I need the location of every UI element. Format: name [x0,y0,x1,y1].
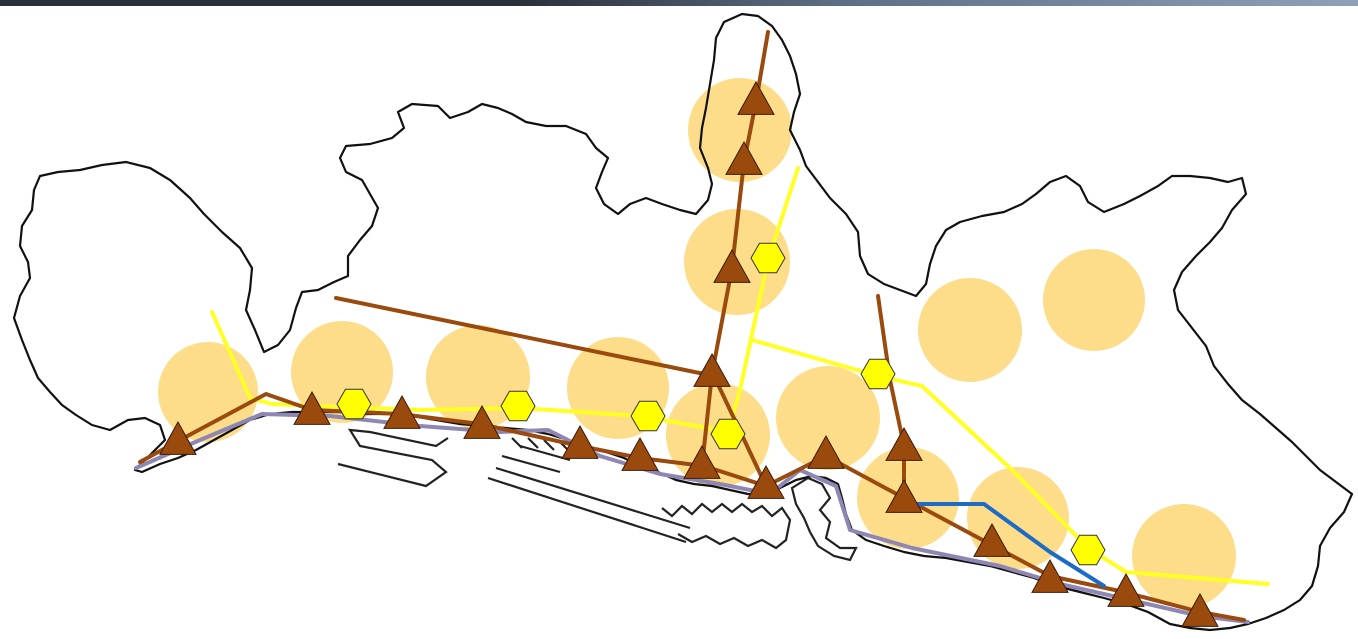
primary-line-east-branch [876,294,906,500]
coverage-area-11 [918,278,1022,382]
central-pier-outline [487,444,691,544]
triangle-icon-19 [1181,592,1219,627]
triangle-icon-16 [973,522,1011,557]
triangle-icon-3 [713,248,751,283]
triangle-icon-8 [463,404,501,439]
triangle-icon-17 [1031,558,1069,593]
region-boundary [12,12,1354,632]
triangle-icon-2 [725,140,763,175]
coverage-area-12 [1043,249,1145,351]
hexagon-icon-4 [630,400,666,432]
triangle-icon-14 [885,426,923,461]
hexagon-icon-6 [860,358,896,390]
blue-line [902,502,1106,588]
triangle-icon-6 [293,390,331,425]
triangle-icon-4 [693,352,731,387]
west-pier-outline [337,428,449,488]
triangle-icon-11 [683,444,721,479]
triangle-icon-13 [807,434,845,469]
hexagon-markers [336,242,1106,566]
triangle-markers [159,80,1219,627]
header-bar [0,0,1358,6]
triangle-icon-18 [1107,572,1145,607]
triangle-icon-15 [885,478,923,513]
hexagon-icon-1 [750,242,786,274]
port-structures [337,428,858,562]
coverage-area-8 [776,366,880,470]
triangle-icon-9 [561,424,599,459]
triangle-icon-5 [159,420,197,455]
triangle-icon-7 [383,394,421,429]
triangle-icon-1 [737,80,775,115]
coverage-area-3 [158,342,258,442]
coverage-areas [158,78,1236,608]
coverage-area-13 [1132,504,1236,608]
triangle-icon-10 [621,436,659,471]
triangle-icon-12 [747,464,785,499]
hexagon-icon-5 [710,418,746,450]
harbor-jetty-outline [790,476,858,562]
small-dock-marks [511,437,571,453]
port-basin-outline [661,502,792,550]
hexagon-icon-2 [336,388,372,420]
secondary-line-north [726,166,800,434]
hexagon-icon-7 [1070,534,1106,566]
hexagon-icon-3 [500,390,536,422]
